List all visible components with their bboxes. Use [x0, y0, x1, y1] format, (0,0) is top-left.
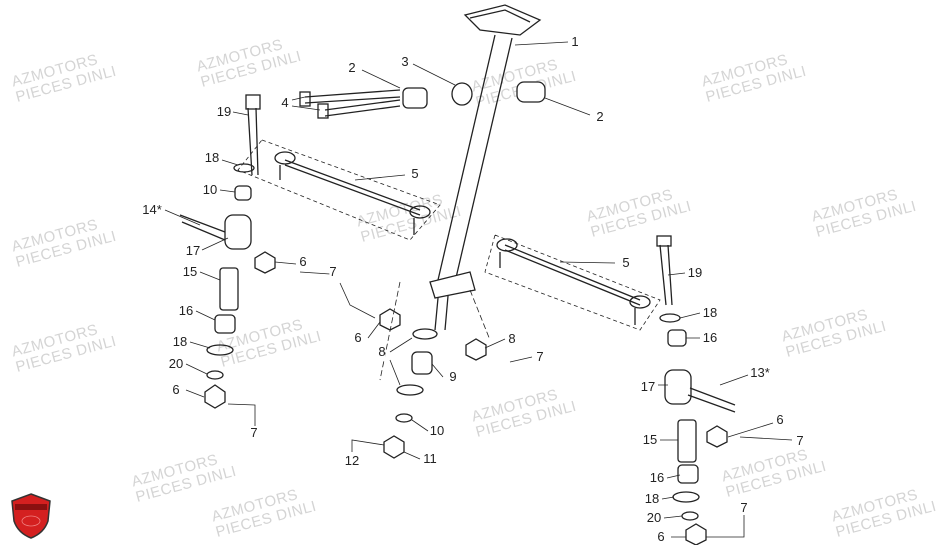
part-callout: 20 — [168, 356, 184, 371]
part-callout: 17 — [640, 379, 656, 394]
center-stack — [379, 281, 491, 459]
part-callout: 17 — [185, 243, 201, 258]
knuckle-left — [179, 94, 276, 409]
part-callout: 4 — [281, 95, 289, 110]
part-callout: 8 — [378, 344, 386, 359]
tie-rod-right — [484, 234, 661, 331]
part-callout: 5 — [411, 166, 419, 181]
azmotors-logo — [11, 493, 51, 539]
part-callout: 16 — [649, 470, 665, 485]
knuckle-right — [656, 235, 736, 545]
tie-rod-left — [237, 139, 441, 241]
part-callout: 8 — [508, 331, 516, 346]
part-callout: 7 — [740, 500, 748, 515]
part-callout: 11 — [423, 451, 437, 466]
part-callout: 6 — [172, 382, 180, 397]
part-callout: 5 — [622, 255, 630, 270]
part-callout: 10 — [202, 182, 218, 197]
part-callout: 2 — [348, 60, 356, 75]
steering-column — [429, 4, 542, 331]
bolts-4 — [299, 81, 546, 119]
part-callout: 3 — [401, 54, 409, 69]
part-callout: 2 — [596, 109, 604, 124]
part-callout: 7 — [250, 425, 258, 440]
part-callout: 19 — [216, 104, 232, 119]
part-callout: 7 — [796, 433, 804, 448]
part-callout: 18 — [702, 305, 718, 320]
part-callout: 14* — [142, 202, 162, 217]
part-callout: 16 — [702, 330, 718, 345]
part-callout: 15 — [642, 432, 658, 447]
part-callout: 10 — [429, 423, 445, 438]
part-callout: 1 — [571, 34, 579, 49]
part-callout: 9 — [449, 369, 457, 384]
part-callout: 20 — [646, 510, 662, 525]
part-callout: 18 — [172, 334, 188, 349]
part-callout: 16 — [178, 303, 194, 318]
part-callout: 15 — [182, 264, 198, 279]
leader-lines — [164, 41, 793, 538]
part-callout: 6 — [776, 412, 784, 427]
part-callout: 7 — [536, 349, 544, 364]
part-callout: 18 — [204, 150, 220, 165]
part-callout: 13* — [750, 365, 770, 380]
part-callout: 7 — [329, 264, 337, 279]
part-callout: 12 — [344, 453, 360, 468]
part-callout: 6 — [354, 330, 362, 345]
part-callout: 19 — [687, 265, 703, 280]
part-callout: 18 — [644, 491, 660, 506]
part-callout: 6 — [657, 529, 665, 544]
part-callout: 6 — [299, 254, 307, 269]
